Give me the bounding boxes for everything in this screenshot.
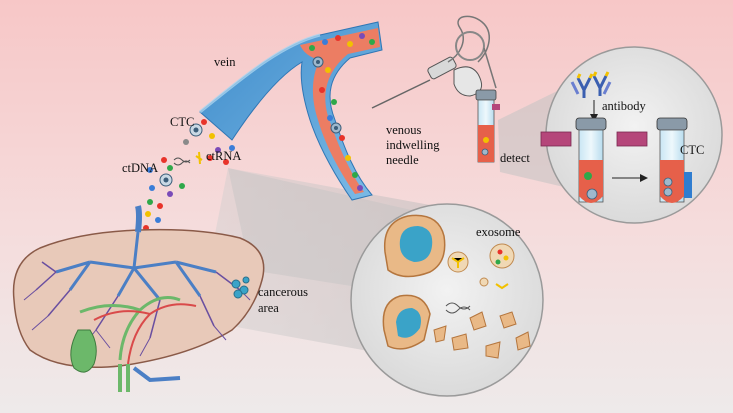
ctrna-label: ctRNA — [206, 149, 241, 163]
iv-needle-icon — [371, 15, 497, 109]
cancerous-area-label-line2: area — [258, 301, 279, 315]
cancerous-area-label-line1: cancerous — [258, 285, 308, 299]
vein-particles — [309, 33, 375, 191]
exosome-circle — [350, 203, 544, 397]
ctdna-label: ctDNA — [122, 161, 158, 175]
ctc-tube-label: CTC — [680, 143, 704, 157]
antibody-icon — [570, 71, 612, 98]
circulating-markers — [143, 119, 235, 231]
vein-label: vein — [214, 55, 236, 69]
detect-label: detect — [500, 151, 530, 165]
antibody-label: antibody — [602, 99, 646, 113]
exosome-label: exosome — [476, 225, 521, 239]
liver-icon — [12, 205, 265, 392]
vein — [199, 21, 383, 201]
ctc-label: CTC — [170, 115, 194, 129]
test-tube-icon — [475, 89, 500, 163]
needle-label-line1: venous — [386, 123, 422, 137]
needle-label-line2: indwelling — [386, 138, 440, 152]
needle-label-line3: needle — [386, 153, 419, 167]
antibody-detection-circle — [540, 46, 723, 224]
